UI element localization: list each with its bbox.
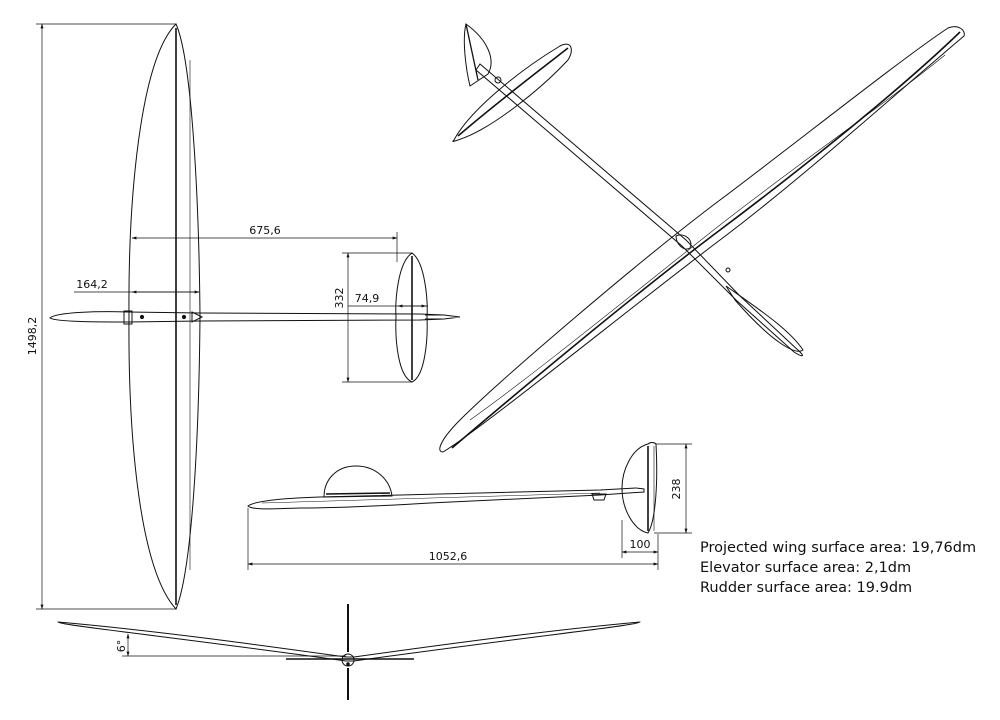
dihedral-angle-label: 6° xyxy=(115,640,128,653)
front-view-wing xyxy=(57,621,641,662)
nose-to-wing-dimension-label: 164,2 xyxy=(76,278,108,291)
top-view-wing xyxy=(128,23,201,610)
front-view-dimensions xyxy=(122,633,346,657)
side-view-canopy xyxy=(323,465,393,498)
fin-chord-dimension-label: 100 xyxy=(630,538,651,551)
stab-chord-dimension-label: 74,9 xyxy=(355,292,380,305)
iso-view-fin xyxy=(463,23,492,87)
wingspan-dimension-label: 1498,2 xyxy=(26,317,39,356)
specifications-panel: Projected wing surface area: 19,76dm Ele… xyxy=(700,538,990,598)
iso-view-fuselage xyxy=(475,63,803,357)
stab-span-dimension-label: 332 xyxy=(333,288,346,309)
isometric-view xyxy=(439,23,965,453)
top-view-fuselage xyxy=(49,311,461,323)
front-view-fuselage xyxy=(341,653,355,667)
side-view-dimensions xyxy=(247,443,692,570)
iso-view-stabilizer xyxy=(452,43,572,142)
iso-view-wing xyxy=(439,26,965,453)
side-view xyxy=(247,442,658,534)
rudder-area-spec: Rudder surface area: 19.9dm xyxy=(700,580,913,596)
wing-area-spec: Projected wing surface area: 19,76dm xyxy=(700,540,977,556)
top-view-dimensions xyxy=(36,23,428,610)
fin-height-dimension-label: 238 xyxy=(670,479,683,500)
side-view-fin xyxy=(621,442,658,534)
front-view xyxy=(57,604,641,700)
side-view-fuselage xyxy=(247,487,645,510)
top-view xyxy=(49,23,461,610)
elevator-area-spec: Elevator surface area: 2,1dm xyxy=(700,560,912,576)
wing-to-tail-dimension-label: 675,6 xyxy=(249,224,281,237)
fuselage-length-dimension-label: 1052,6 xyxy=(429,550,468,563)
